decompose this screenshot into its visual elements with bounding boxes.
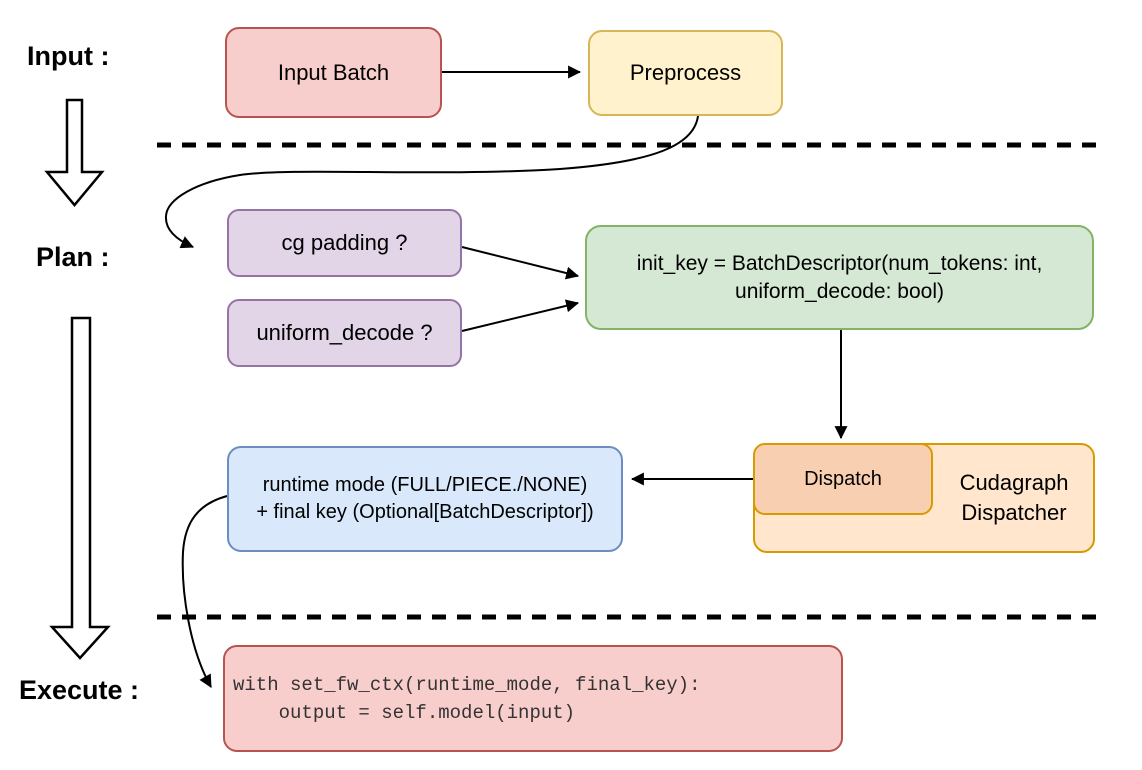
node-init-key-line1: init_key = BatchDescriptor(num_tokens: i… bbox=[636, 251, 1043, 275]
arrow-runtimemode-to-executecode bbox=[181, 495, 228, 688]
node-cg-padding-label: cg padding ? bbox=[281, 230, 408, 255]
node-preprocess-label: Preprocess bbox=[629, 60, 742, 85]
node-cudagraph-dispatcher-label: Cudagraph Dispatcher bbox=[933, 468, 1095, 528]
stage-label-plan: Plan : bbox=[36, 242, 110, 272]
node-uniform-decode: uniform_decode ? bbox=[227, 299, 462, 367]
node-dispatch-label: Dispatch bbox=[804, 467, 882, 490]
input-to-plan-arrow-icon bbox=[44, 98, 105, 207]
plan-to-execute-arrow-icon bbox=[49, 316, 111, 660]
execute-code-line1: with set_fw_ctx(runtime_mode, final_key)… bbox=[233, 673, 701, 696]
arrow-cgpadding-to-initkey bbox=[461, 246, 580, 280]
node-input-batch-label: Input Batch bbox=[277, 59, 390, 85]
node-input-batch: Input Batch bbox=[225, 27, 442, 118]
cudagraph-line1: Cudagraph bbox=[959, 470, 1069, 495]
node-cg-padding: cg padding ? bbox=[227, 209, 462, 277]
node-runtime-mode: runtime mode (FULL/PIECE./NONE) + final … bbox=[227, 446, 623, 552]
node-init-key: init_key = BatchDescriptor(num_tokens: i… bbox=[585, 225, 1094, 330]
cudagraph-line2: Dispatcher bbox=[961, 500, 1067, 525]
execute-code-line2: output = self.model(input) bbox=[233, 701, 576, 724]
arrow-uniformdecode-to-initkey bbox=[461, 299, 580, 332]
node-init-key-line2: uniform_decode: bool) bbox=[735, 279, 944, 303]
node-execute-code: with set_fw_ctx(runtime_mode, final_key)… bbox=[223, 645, 843, 752]
node-runtime-mode-line2: + final key (Optional[BatchDescriptor]) bbox=[256, 501, 594, 523]
node-preprocess: Preprocess bbox=[588, 30, 783, 116]
node-dispatch: Dispatch bbox=[753, 443, 933, 515]
stage-label-input: Input : bbox=[27, 41, 110, 71]
stage-label-execute: Execute : bbox=[19, 675, 140, 705]
node-runtime-mode-line1: runtime mode (FULL/PIECE./NONE) bbox=[262, 474, 588, 496]
node-uniform-decode-label: uniform_decode ? bbox=[256, 320, 433, 345]
